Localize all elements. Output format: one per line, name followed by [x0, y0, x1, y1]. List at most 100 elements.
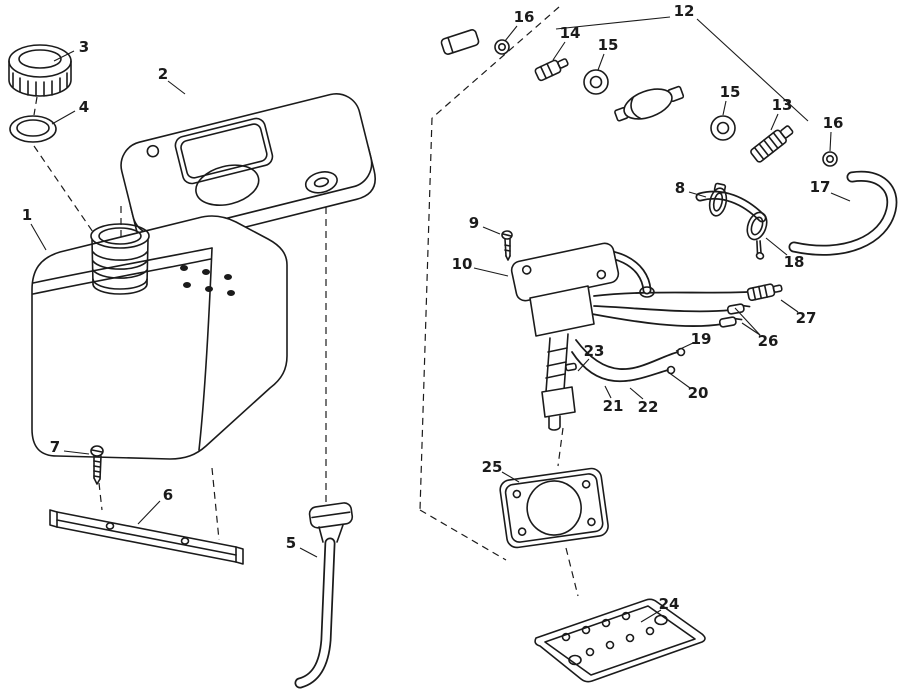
- sleeve-line: [447, 36, 454, 54]
- leader-line: [577, 358, 590, 372]
- part-number-20: 20: [688, 384, 709, 402]
- barrel-ribs: [752, 284, 768, 301]
- leader-line: [770, 113, 779, 131]
- cap-top-detail: [18, 49, 62, 69]
- screw-head: [501, 230, 513, 240]
- pump-wire: [571, 351, 669, 383]
- bullet-tip: [742, 304, 751, 308]
- bullet-connector: [718, 316, 737, 328]
- screw-slot: [91, 449, 103, 453]
- part-number-1: 1: [22, 206, 32, 224]
- leader-line: [504, 25, 518, 42]
- wire-connectors: [718, 283, 783, 328]
- nut-left: [494, 39, 510, 55]
- part-number-9: 9: [469, 214, 479, 232]
- connector-threads: [753, 131, 784, 161]
- stem-clip: [565, 362, 577, 372]
- part-number-16: 16: [514, 8, 535, 26]
- cover-gauge-hole: [304, 171, 338, 194]
- pump-valve-body: [541, 386, 576, 418]
- leader-line: [688, 191, 707, 198]
- pump-outlet: [548, 415, 561, 431]
- mounting-screw: [90, 445, 104, 485]
- fitting-bands: [539, 62, 554, 80]
- clamp-screw-shaft: [756, 240, 762, 255]
- plate-hole: [605, 640, 615, 650]
- connector-tip: [779, 125, 794, 139]
- pump-wire: [575, 339, 679, 370]
- leader-line: [722, 100, 727, 116]
- hose-clamp-front: [708, 182, 728, 217]
- part-number-12: 12: [674, 2, 695, 20]
- tank-right-edge: [198, 247, 213, 451]
- grommet-outer: [583, 69, 609, 95]
- gasket-inner-line: [504, 473, 604, 543]
- screw-tip: [505, 255, 511, 261]
- part-number-7: 7: [50, 438, 60, 456]
- plate-hole: [601, 618, 611, 628]
- part-number-6: 6: [163, 486, 173, 504]
- filter-contour: [630, 96, 642, 120]
- leader-line: [167, 80, 186, 95]
- bracket-top-edge: [56, 511, 237, 548]
- oil-tank: [31, 215, 288, 460]
- part-number-14: 14: [560, 24, 581, 42]
- filler-neck-sides: [91, 239, 149, 285]
- bracket-mid-edge: [56, 519, 237, 556]
- screw-tip: [93, 477, 101, 485]
- cap-gasket: [9, 115, 57, 143]
- wire-terminal: [666, 365, 676, 375]
- leader-line: [829, 131, 832, 152]
- screw-shaft: [504, 238, 511, 257]
- assembly-dashed-line: [98, 482, 103, 511]
- threaded-connector: [750, 125, 794, 163]
- pump-stem-bands: [545, 347, 568, 379]
- grommet-hole: [589, 75, 603, 89]
- gasket-center-hole: [526, 480, 582, 536]
- clamp-ring-inner: [750, 216, 764, 236]
- part-number-24: 24: [659, 595, 680, 613]
- bracket-screw-hole: [596, 269, 607, 280]
- part-number-15: 15: [598, 36, 619, 54]
- assembly-dashed-line: [565, 547, 579, 597]
- assembly-dashed-line: [33, 145, 96, 236]
- cap-grip-ribs: [12, 72, 68, 97]
- part-number-3: 3: [79, 38, 89, 56]
- plate-hole: [625, 633, 635, 643]
- part-number-25: 25: [482, 458, 503, 476]
- barrel-tip: [772, 284, 783, 293]
- clamp-ring-inner: [712, 192, 724, 212]
- leader-line: [741, 322, 761, 336]
- clamp-ring: [708, 187, 728, 217]
- leader-line: [780, 299, 799, 313]
- span-line: [555, 16, 671, 30]
- part-number-10: 10: [452, 255, 473, 273]
- nut-right: [822, 151, 838, 167]
- part-number-8: 8: [675, 179, 685, 197]
- screw-threads: [93, 460, 101, 478]
- oil-pump-assembly: [510, 242, 749, 431]
- assembly-dashed-line: [419, 509, 507, 561]
- clamp-screw-head: [755, 251, 765, 260]
- gasket-inner: [16, 119, 50, 137]
- tank-top-edge: [32, 247, 213, 284]
- part-number-26: 26: [758, 332, 779, 350]
- plate-hole: [581, 625, 591, 635]
- gasket-outline: [499, 467, 609, 549]
- gasket-outer: [9, 115, 57, 143]
- assembly-dashed-line: [431, 6, 560, 119]
- sleeve-body: [440, 29, 480, 55]
- cover-recess-inner: [180, 123, 268, 179]
- nut-hole: [497, 42, 506, 51]
- construction-lines: [33, 6, 579, 597]
- tank-body: [31, 215, 288, 460]
- leader-line: [640, 609, 662, 623]
- part-number-15: 15: [720, 83, 741, 101]
- leader-line: [473, 267, 509, 277]
- assembly-dashed-line: [419, 117, 433, 511]
- screw-threads: [504, 244, 511, 252]
- filler-neck-opening: [98, 227, 142, 245]
- sleeve-fitting: [440, 29, 480, 55]
- part-number-23: 23: [584, 342, 605, 360]
- tube-neck: [318, 524, 344, 543]
